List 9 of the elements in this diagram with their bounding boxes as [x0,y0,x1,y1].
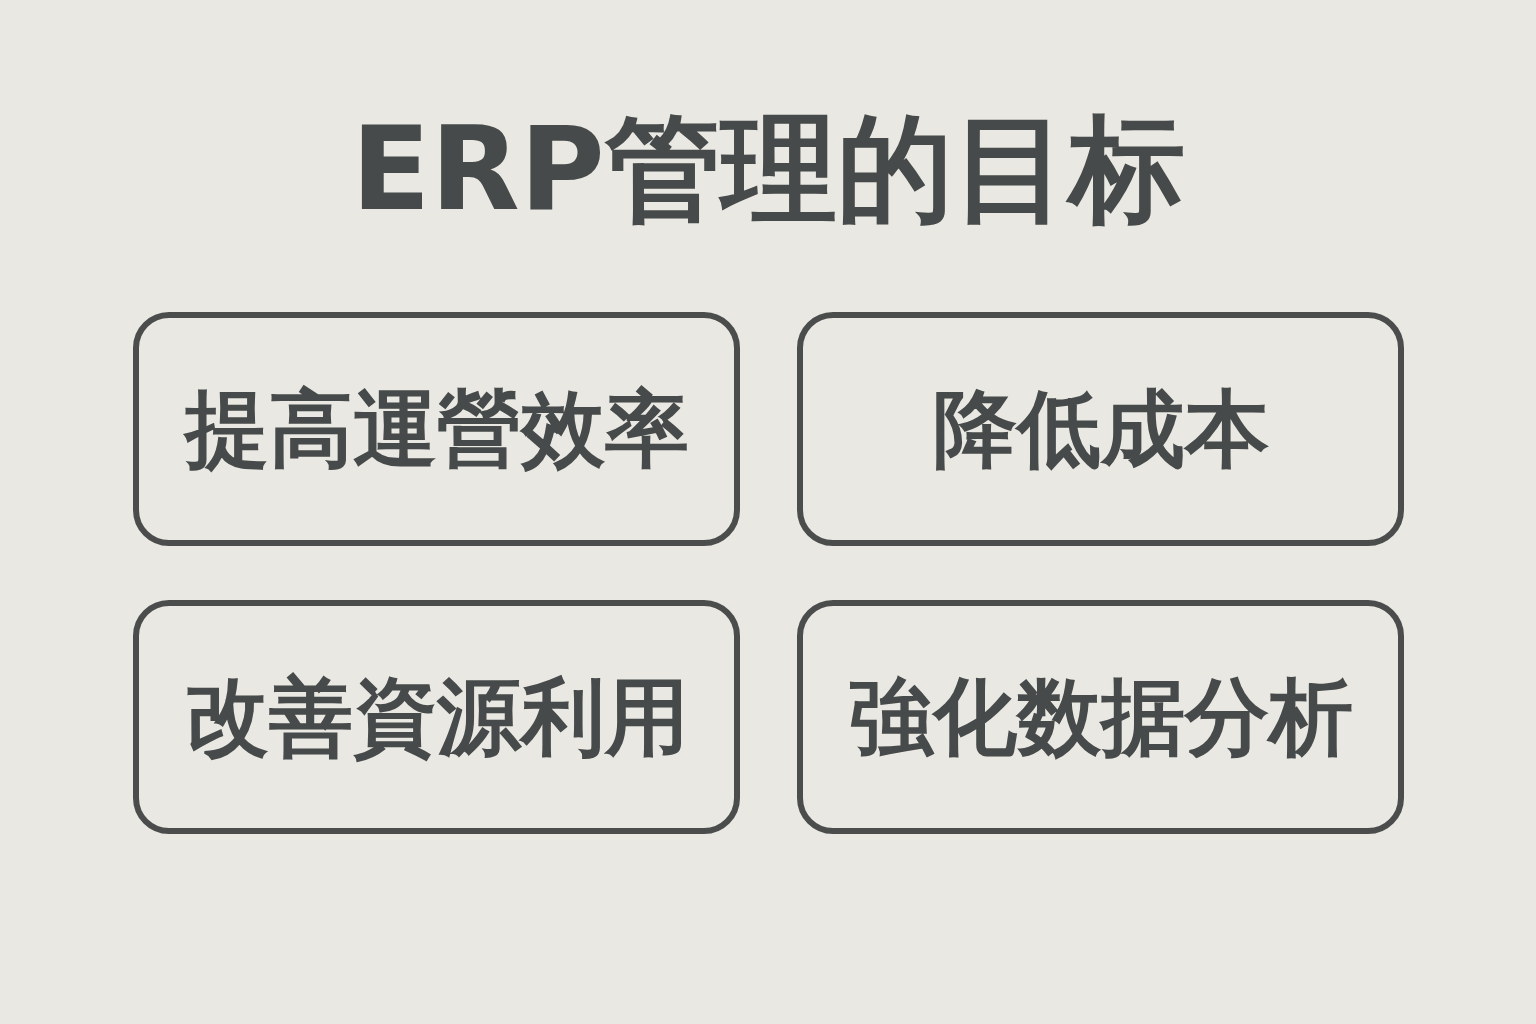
title: ERP管理的目标 [351,105,1185,233]
goal-box [133,600,740,834]
goal-label: 強化数据分析 [848,670,1353,764]
goal-box [797,312,1404,546]
goal-label: 降低成本 [932,382,1269,476]
goal-box [797,600,1404,834]
goal-box [133,312,740,546]
goal-label: 提高運營效率 [184,382,689,476]
goal-label: 改善資源利用 [184,670,689,764]
